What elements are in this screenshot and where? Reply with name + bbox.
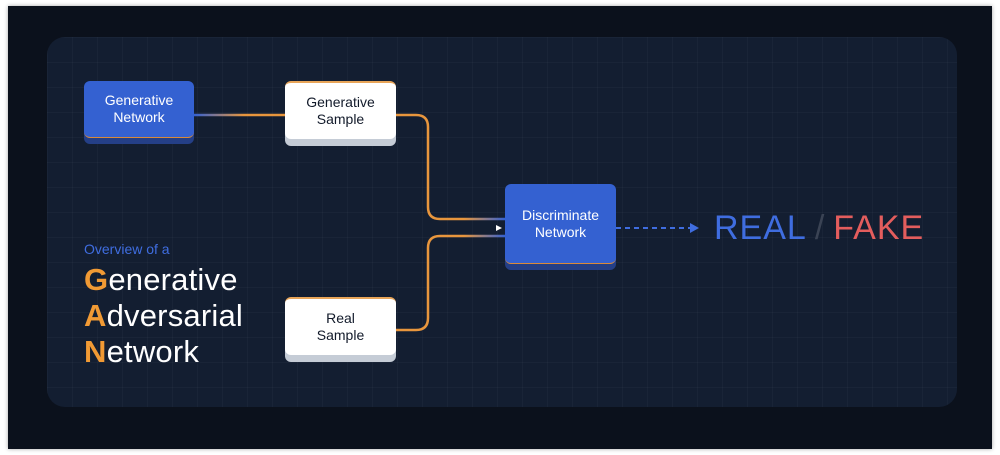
node-label: Generative bbox=[104, 92, 174, 108]
node-label: Real bbox=[326, 310, 355, 326]
edge-sample-to-discriminator bbox=[396, 113, 505, 221]
arrow-head-icon bbox=[496, 225, 502, 231]
title-rest: etwork bbox=[106, 334, 200, 369]
title-initial: G bbox=[84, 262, 109, 297]
node-label: Network bbox=[113, 109, 165, 125]
node-label: Network bbox=[534, 223, 587, 240]
node-label: Generative bbox=[306, 94, 375, 110]
arrow-head-icon bbox=[690, 223, 699, 233]
output-label: REAL/FAKE bbox=[714, 208, 924, 248]
title-rest: enerative bbox=[108, 262, 238, 297]
caption-subtitle: Overview of a bbox=[84, 241, 170, 257]
diagram-panel bbox=[47, 37, 957, 407]
node-label: Discriminate bbox=[521, 206, 599, 223]
title-initial: N bbox=[84, 334, 107, 369]
caption-title-line: Generative bbox=[84, 262, 238, 298]
node-label: Sample bbox=[316, 111, 365, 127]
output-separator: / bbox=[814, 209, 826, 247]
generative-network-node: Generative Network bbox=[84, 81, 194, 138]
node-label: Sample bbox=[316, 327, 365, 343]
discriminate-network-node: Discriminate Network bbox=[505, 184, 616, 264]
generative-sample-node: Generative Sample bbox=[285, 81, 396, 139]
real-sample-node: Real Sample bbox=[285, 297, 396, 355]
caption-title-line: Adversarial bbox=[84, 298, 243, 334]
edge-real-to-discriminator bbox=[396, 234, 505, 332]
title-rest: dversarial bbox=[106, 298, 243, 333]
fake-label: FAKE bbox=[833, 209, 925, 247]
caption-title-line: Network bbox=[84, 334, 199, 370]
title-initial: A bbox=[84, 298, 107, 333]
real-label: REAL bbox=[714, 209, 807, 247]
